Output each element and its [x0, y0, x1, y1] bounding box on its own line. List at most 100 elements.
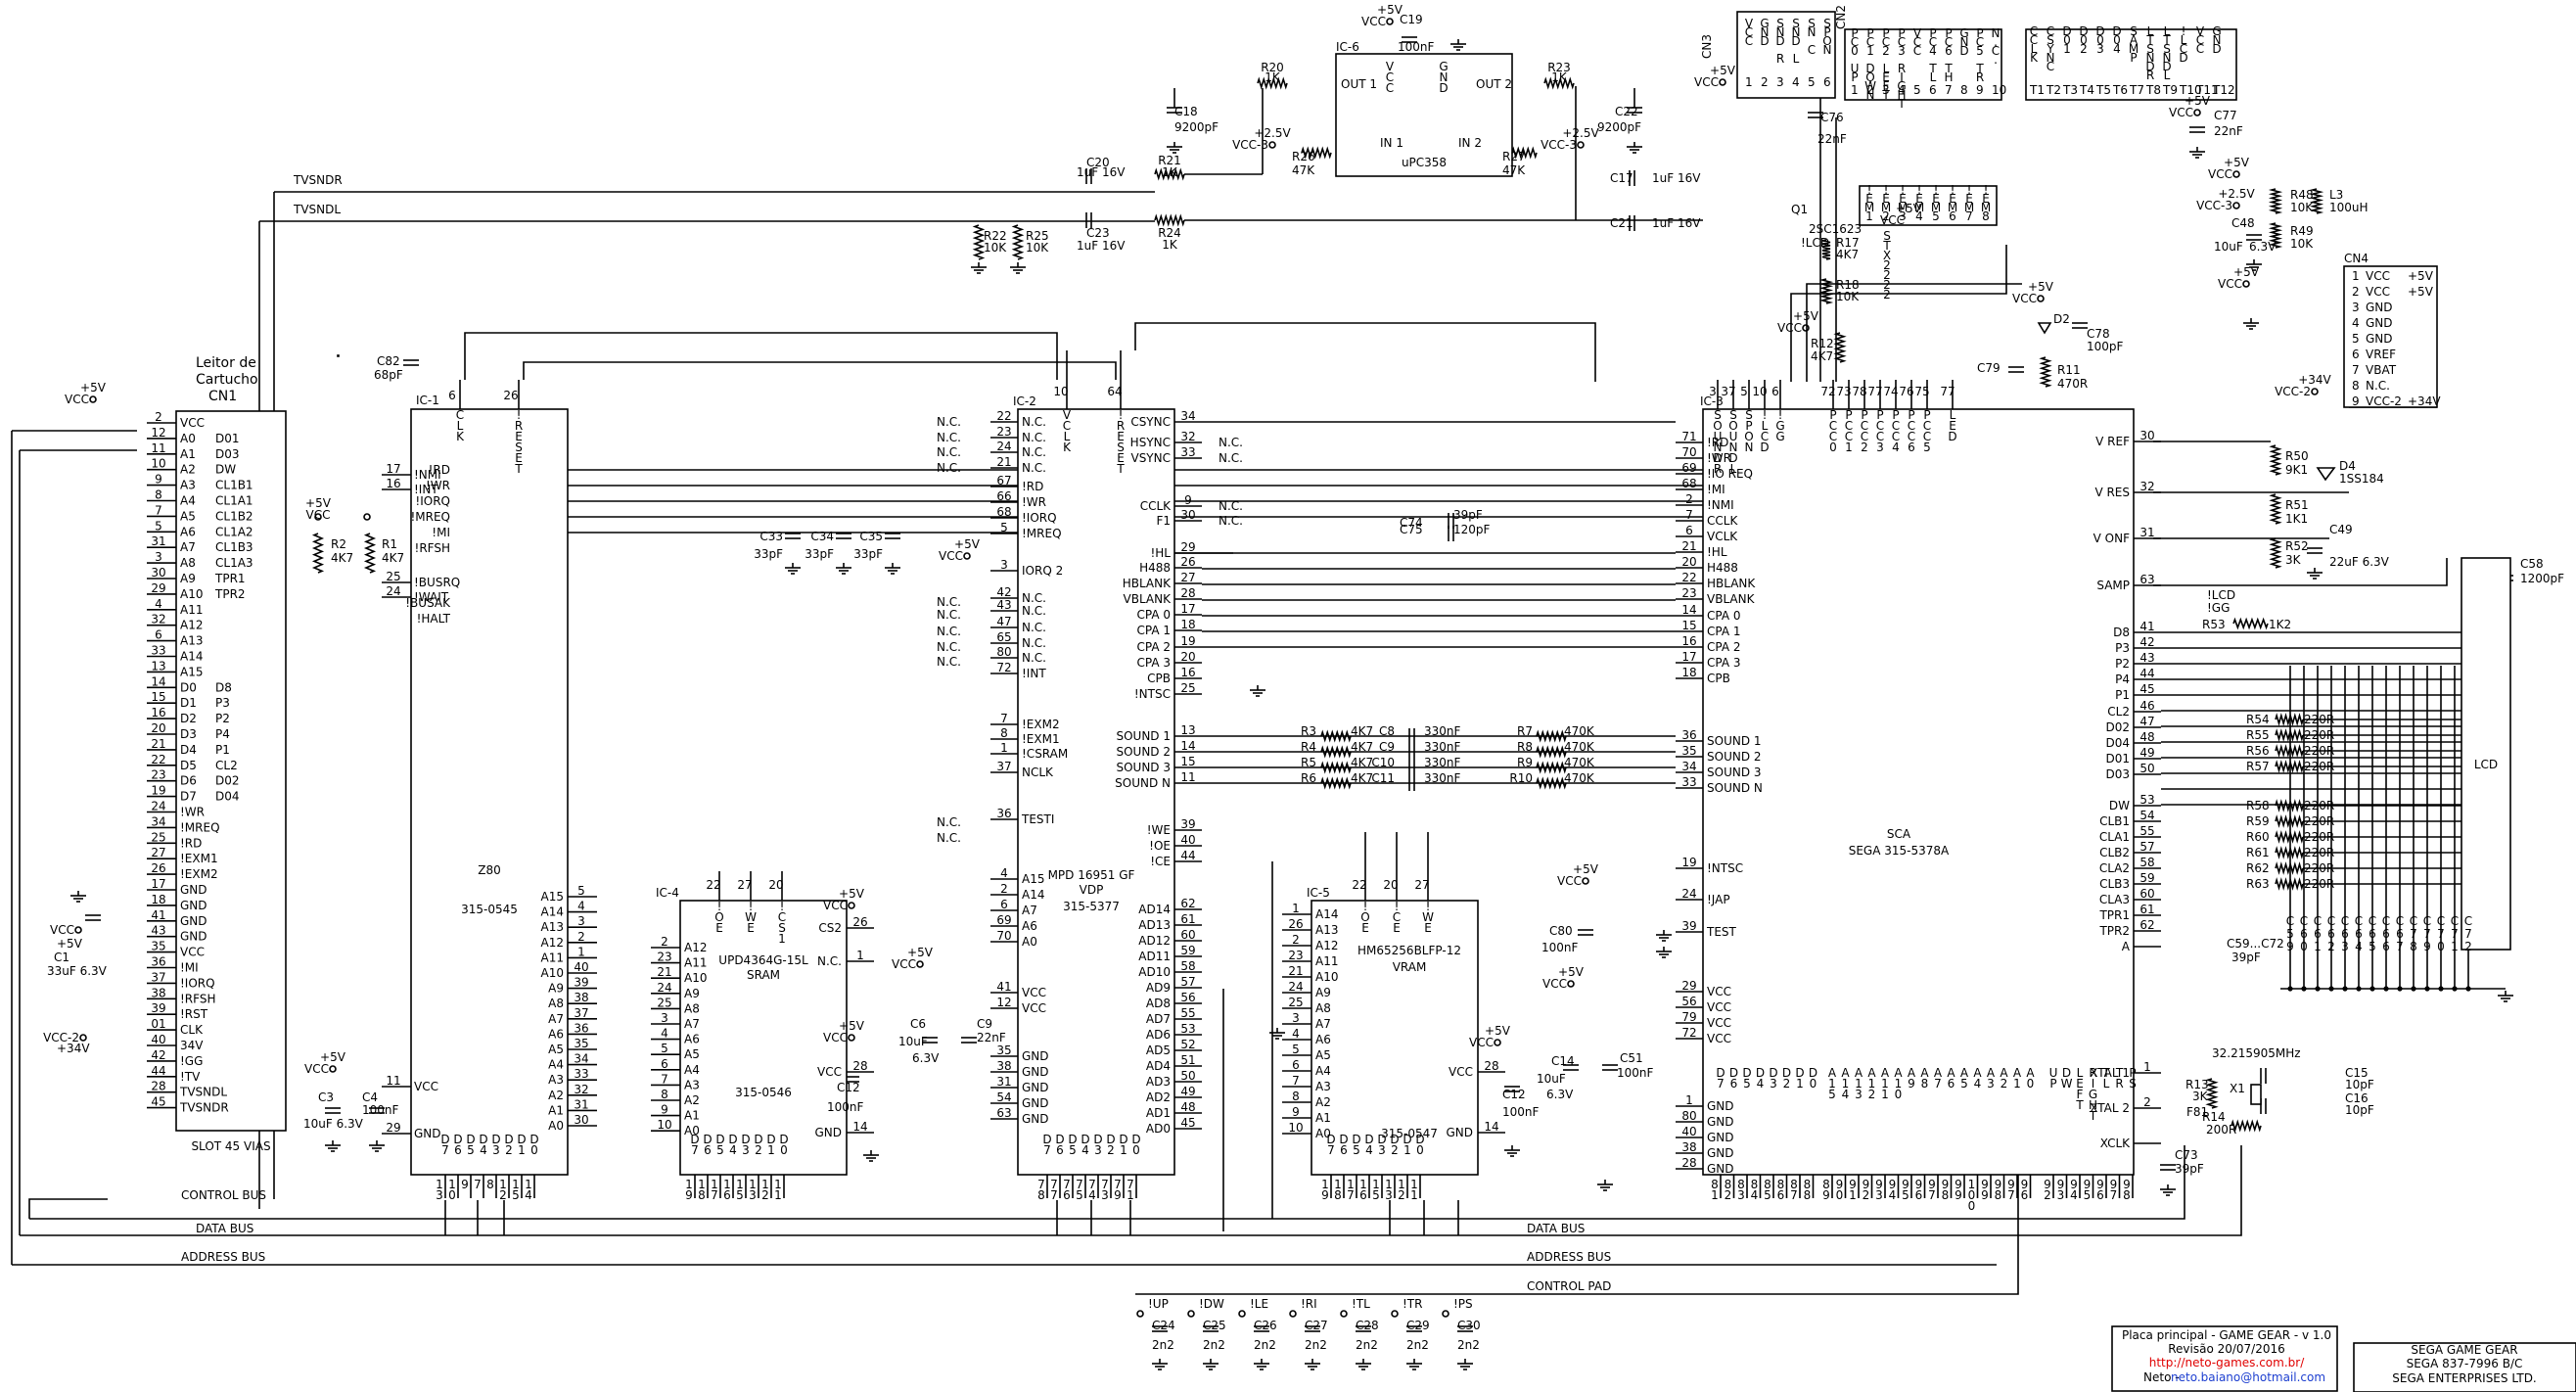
pin-number: 34 [574, 1052, 588, 1066]
pin-signal: LED [1948, 408, 1956, 443]
glyph: 2 [1883, 268, 1891, 282]
resistor [1536, 776, 1567, 790]
bottom-pin-number: 95 [1902, 1178, 1909, 1202]
title-company: SEGA ENTERPRISES LTD. [2392, 1371, 2537, 1385]
pin-signal: OUT 1 [1341, 77, 1377, 91]
glyph: C [1866, 35, 1874, 49]
pin-number: 5 [1292, 1043, 1300, 1056]
part-ref: R57 [2246, 760, 2270, 773]
title-block-right [2353, 1342, 2576, 1392]
glyph: 0 [2063, 33, 2071, 47]
pin-signal: XTAL 2 [2090, 1101, 2130, 1115]
part-ref: R27 [1502, 150, 1526, 163]
glyph: 3 [742, 1143, 750, 1157]
lcd-body [2461, 557, 2511, 951]
part-value: 33pF [853, 547, 883, 561]
pin-signal: A10 [1315, 970, 1338, 984]
pin-number: 21 [1681, 539, 1696, 553]
cap-digit: 7 [2410, 927, 2417, 941]
part-value: 4K7 [1836, 248, 1859, 261]
glyph: M [1981, 201, 1991, 214]
cap-letter: C [2464, 914, 2472, 928]
data-pin-number: 15 [512, 1178, 520, 1202]
part-ref: C19 [1400, 13, 1423, 26]
pin-signal: !GG [180, 1054, 203, 1068]
pin-signal: !MREQ [1022, 527, 1062, 540]
pin-number: T3 [2062, 83, 2078, 97]
pin-number: 24 [386, 584, 400, 598]
glyph: T [2145, 33, 2154, 47]
glyph: D [440, 1133, 449, 1146]
pin-number: 3 [1882, 83, 1890, 97]
part-value: 1uF 16V [1077, 165, 1126, 179]
glyph: P [1945, 26, 1952, 40]
glyph: N [2047, 51, 2055, 65]
part-ref: C10 [1371, 756, 1395, 769]
pin-signal: !WR [1022, 495, 1046, 509]
data-pin-number: 19 [685, 1178, 693, 1202]
pin-signal: A14 [1315, 907, 1338, 921]
r17-resistor [1821, 239, 1831, 260]
part-ref: R18 [1836, 278, 1860, 292]
data-pin-label: D2 [754, 1133, 762, 1157]
pin-number: 45 [151, 1095, 165, 1109]
glyph: E [715, 921, 723, 935]
pin-number: 5 [1740, 385, 1748, 398]
glyph: 2 [1861, 441, 1868, 454]
glyph: 1 [1398, 1178, 1405, 1191]
pin-number: 8 [1960, 83, 1968, 97]
part-value: 1K [1162, 165, 1178, 179]
pin-signal: CLA1 [2099, 830, 2130, 844]
pin-number: 8 [1292, 1090, 1300, 1103]
connector-pin: !EM2 [1881, 183, 1891, 223]
glyph: R [1714, 462, 1722, 476]
pin-number: 41 [2139, 620, 2154, 633]
lcd-resistor [2275, 799, 2304, 812]
glyph: 6 [1359, 1188, 1367, 1202]
glyph: 4 [1081, 1143, 1089, 1157]
part-value: 10pF [2345, 1103, 2374, 1117]
pin-signal: !TV [180, 1070, 201, 1084]
glyph: 3 [1876, 441, 1884, 454]
pin-number: 37 [574, 1006, 588, 1020]
ic-name: HM65256BLFP-12 [1357, 944, 1461, 957]
part-value: 470R [2057, 377, 2088, 391]
glyph: L [1064, 430, 1071, 443]
vcc-terminal-icon [363, 513, 371, 521]
data-pin-number: 12 [761, 1178, 769, 1202]
nc-label: N.C. [937, 625, 961, 638]
glyph: C [1908, 419, 1915, 433]
nc-label: N.C. [937, 640, 961, 654]
vcc-voltage: +2.5V [1562, 126, 1599, 140]
pin-signal: AD6 [1146, 1028, 1171, 1042]
glyph: P [1908, 408, 1914, 422]
glyph: 9 [1822, 1188, 1830, 1202]
nc-label: N.C. [937, 608, 961, 622]
pin-number: 16 [1180, 666, 1195, 679]
connector-pin: VCC [1745, 17, 1754, 48]
data-pin-label: D5 [466, 1133, 475, 1157]
bottom-pin-label: PS [2129, 1066, 2137, 1090]
pin-signal: N.C. [817, 954, 842, 968]
data-pin-number: 9 [461, 1178, 469, 1191]
pin-number: 23 [1681, 586, 1696, 600]
pin-signal: CLB2 [2099, 846, 2130, 859]
part-ref: R53 [2202, 618, 2226, 631]
glyph: G [1760, 17, 1769, 30]
glyph: 3 [1987, 1077, 1995, 1090]
glyph: P [1929, 26, 1936, 40]
data-pin-label: D7 [1042, 1133, 1051, 1157]
pin-number: 19 [1180, 634, 1195, 648]
part-value: 100pF [2087, 340, 2124, 353]
pin-number: 31 [574, 1097, 588, 1111]
glyph: D [2062, 1066, 2071, 1080]
pin-number: 6 [1823, 75, 1831, 89]
pin-number: T8 [2145, 83, 2161, 97]
r13-resistor [2205, 1078, 2219, 1109]
glyph: 9 [2057, 1178, 2065, 1191]
pin-signal: A5 [180, 509, 196, 523]
pin-number: 22 [1681, 571, 1696, 584]
vcc-voltage: +5V [1896, 202, 1922, 215]
